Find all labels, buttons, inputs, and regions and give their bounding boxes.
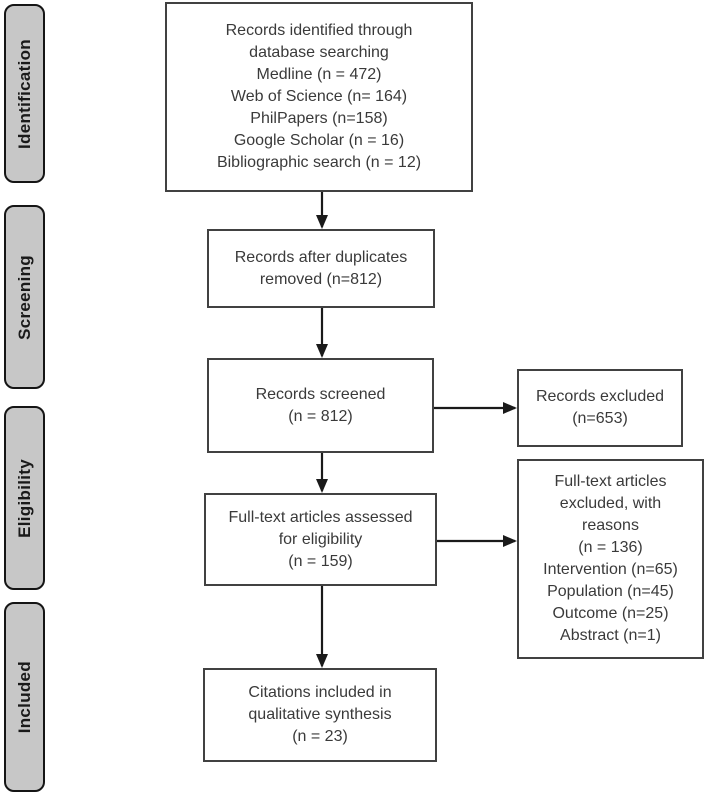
box-text-line: Intervention (n=65)	[543, 561, 678, 578]
box-text-line: Records screened	[255, 385, 386, 403]
box-duplicates-removed: Records after duplicates removed (n=812)	[207, 229, 435, 308]
box-text-line: Records excluded	[535, 388, 665, 405]
stage-label-text: Included	[14, 660, 34, 734]
box-text-line: Records identified through	[225, 22, 413, 39]
box-text-line: (n = 159)	[288, 552, 353, 570]
stage-label-screening: Screening	[4, 205, 45, 389]
stage-label-text: Identification	[14, 38, 34, 149]
box-text-line: (n = 23)	[292, 728, 348, 745]
box-text-line: Bibliographic search (n = 12)	[216, 154, 422, 171]
stage-label-text: Screening	[14, 254, 34, 340]
box-text-line: removed (n=812)	[259, 270, 383, 288]
box-records-excluded: Records excluded (n=653)	[517, 369, 683, 447]
box-text-line: Web of Science (n= 164)	[230, 88, 408, 105]
stage-label-identification: Identification	[4, 4, 45, 183]
box-citations-included: Citations included in qualitative synthe…	[203, 668, 437, 762]
box-text-line: Full-text articles	[554, 473, 667, 490]
box-text-line: (n=653)	[572, 410, 628, 427]
box-fulltext-assessed: Full-text articles assessed for eligibil…	[204, 493, 437, 586]
box-text-line: Records after duplicates	[234, 248, 408, 266]
box-text-line: Medline (n = 472)	[256, 66, 382, 83]
stage-label-included: Included	[4, 602, 45, 792]
stage-label-text: Eligibility	[14, 458, 34, 538]
box-text-line: reasons	[582, 517, 639, 534]
box-records-identified: Records identified through database sear…	[165, 2, 473, 192]
box-text-line: excluded, with	[559, 495, 662, 512]
box-records-screened: Records screened (n = 812)	[207, 358, 434, 453]
box-fulltext-excluded: Full-text articles excluded, with reason…	[517, 459, 704, 659]
box-text-line: for eligibility	[278, 530, 363, 548]
stage-label-eligibility: Eligibility	[4, 406, 45, 590]
box-text-line: Population (n=45)	[547, 583, 674, 600]
box-text-line: Google Scholar (n = 16)	[233, 132, 405, 149]
box-text-line: Abstract (n=1)	[560, 627, 661, 644]
box-text-line: (n = 812)	[288, 407, 353, 425]
box-text-line: qualitative synthesis	[248, 706, 392, 723]
box-text-line: Outcome (n=25)	[552, 605, 669, 622]
box-text-line: (n = 136)	[578, 539, 643, 556]
box-text-line: Citations included in	[248, 684, 392, 701]
box-text-line: PhilPapers (n=158)	[250, 110, 388, 127]
box-text-line: database searching	[249, 44, 389, 61]
box-text-line: Full-text articles assessed	[228, 508, 413, 526]
